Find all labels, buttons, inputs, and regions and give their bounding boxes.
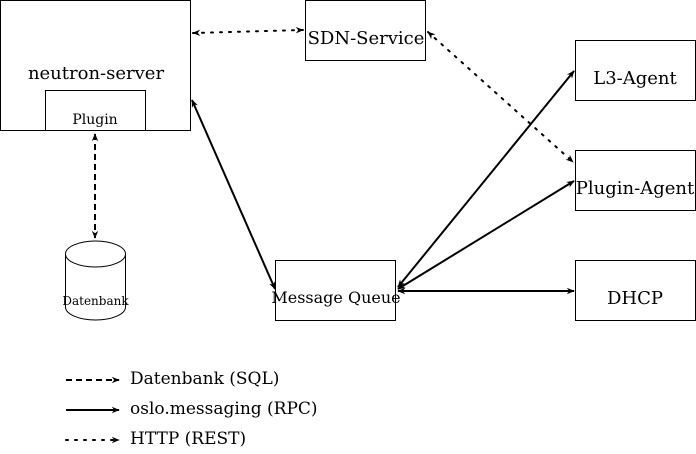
legend-item-dotted: HTTP (REST) <box>65 429 246 449</box>
edge-neutron-sdn <box>192 26 304 37</box>
edge-mq-l3-agent <box>397 70 575 288</box>
plugin-label: Plugin <box>72 112 117 128</box>
edge-mq-plugin-agent <box>397 180 575 290</box>
edge-sdn-plugin-agent <box>427 31 574 163</box>
legend-solid-label: oslo.messaging (RPC) <box>130 399 318 419</box>
plugin-agent-node: Plugin-Agent <box>575 150 696 211</box>
database-label: Datenbank <box>62 294 129 308</box>
legend-dashed-label: Datenbank (SQL) <box>130 369 279 389</box>
legend: Datenbank (SQL) oslo.messaging (RPC) HTT… <box>65 369 318 449</box>
l3-agent-node: L3-Agent <box>575 40 696 101</box>
neutron-server-label: neutron-server <box>28 63 165 84</box>
dhcp-node: DHCP <box>575 260 696 321</box>
sdn-service-label: SDN-Service <box>308 28 425 49</box>
l3-agent-label: L3-Agent <box>593 68 677 89</box>
edge-neutron-mq <box>191 99 276 290</box>
plugin-node: Plugin <box>45 90 146 131</box>
plugin-agent-label: Plugin-Agent <box>576 178 695 199</box>
legend-dotted-label: HTTP (REST) <box>130 429 246 449</box>
database-node: Datenbank <box>62 240 129 321</box>
legend-item-solid: oslo.messaging (RPC) <box>66 399 318 419</box>
message-queue-node: Message Queue <box>271 260 401 321</box>
sdn-service-node: SDN-Service <box>305 0 426 61</box>
dhcp-label: DHCP <box>607 288 663 309</box>
message-queue-label: Message Queue <box>271 288 400 307</box>
legend-item-dashed: Datenbank (SQL) <box>66 369 279 389</box>
